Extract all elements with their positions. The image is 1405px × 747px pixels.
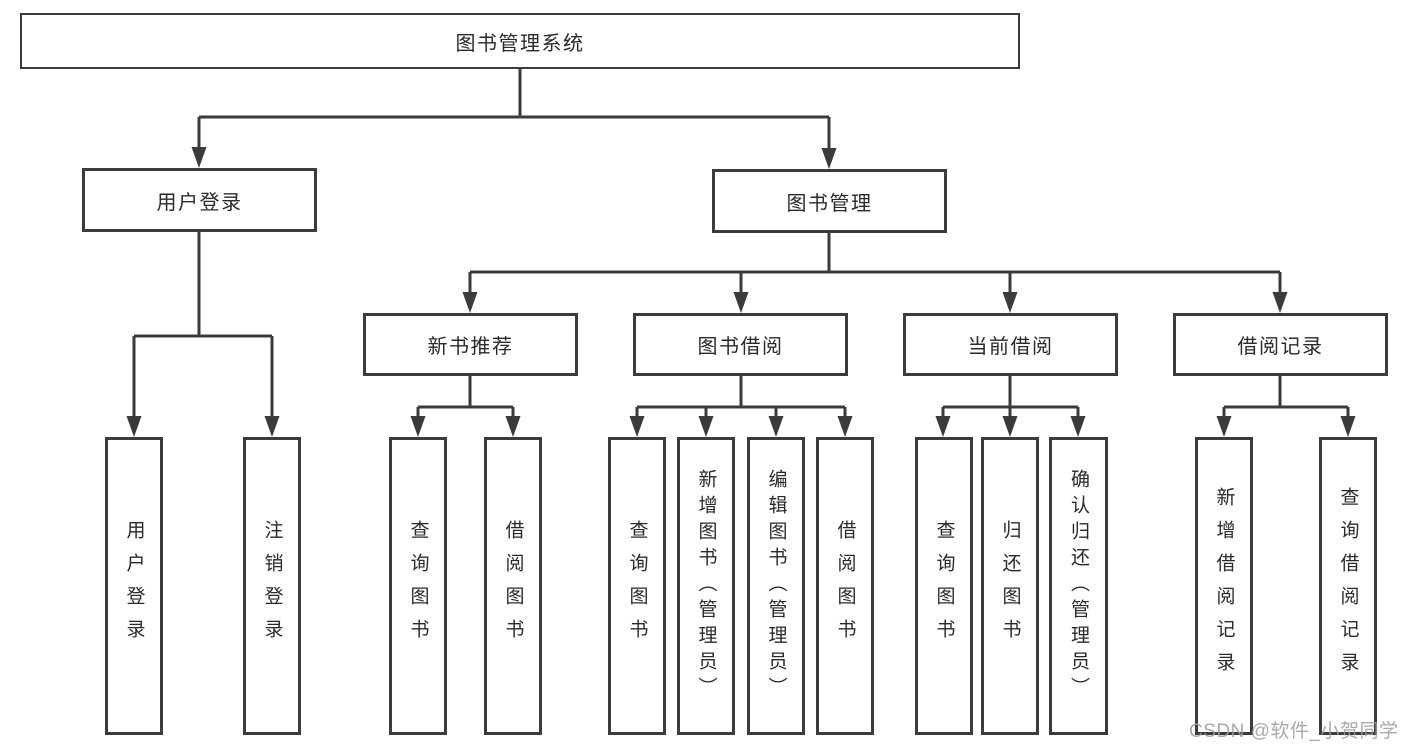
node-borrow-records: 借阅记录 — [1173, 313, 1388, 376]
arrow-down-icon — [1272, 292, 1288, 313]
node-user-login: 用户登录 — [82, 168, 317, 232]
node-label: 新增图书（管理员） — [695, 469, 717, 703]
leaf-add-borrow-record: 新增借阅记录 — [1195, 437, 1253, 735]
arrow-down-icon — [410, 416, 426, 437]
arrow-down-icon — [698, 416, 714, 437]
node-label: 查询图书 — [626, 520, 648, 652]
node-label: 查询图书 — [407, 520, 429, 652]
arrow-down-icon — [126, 416, 142, 437]
node-label: 查询图书 — [933, 520, 955, 652]
arrow-down-icon — [505, 416, 521, 437]
node-label: 注销登录 — [261, 520, 283, 652]
node-book-management: 图书管理 — [712, 169, 947, 233]
arrow-down-icon — [768, 416, 784, 437]
node-label: 图书管理 — [786, 192, 873, 215]
leaf-borrow-books-recommend: 借阅图书 — [484, 437, 542, 735]
arrow-down-icon — [733, 292, 749, 313]
node-label: 当前借阅 — [967, 336, 1054, 358]
leaf-return-books: 归还图书 — [981, 437, 1039, 735]
arrow-down-icon — [837, 416, 853, 437]
node-label: 归还图书 — [999, 520, 1021, 652]
arrow-down-icon — [1070, 416, 1086, 437]
node-label: 图书借阅 — [697, 336, 784, 358]
leaf-query-books-borrowing: 查询图书 — [608, 437, 666, 735]
node-label: 新书推荐 — [427, 336, 514, 358]
node-new-book-recommend: 新书推荐 — [363, 313, 578, 376]
node-label: 新增借阅记录 — [1213, 487, 1235, 685]
node-book-borrowing: 图书借阅 — [633, 313, 848, 376]
leaf-borrow-books-borrowing: 借阅图书 — [816, 437, 874, 735]
arrow-down-icon — [462, 292, 478, 313]
leaf-edit-book-admin: 编辑图书（管理员） — [747, 437, 805, 735]
arrow-down-icon — [191, 147, 207, 168]
arrow-down-icon — [1340, 416, 1356, 437]
arrow-down-icon — [1002, 416, 1018, 437]
csdn-watermark: CSDN @软件_小贺同学 — [1189, 721, 1399, 742]
node-label: 借阅图书 — [834, 520, 856, 652]
arrow-down-icon — [935, 416, 951, 437]
node-label: 借阅记录 — [1237, 336, 1324, 358]
arrow-down-icon — [264, 416, 280, 437]
leaf-user-login: 用户登录 — [105, 437, 163, 735]
arrow-down-icon — [1002, 292, 1018, 313]
leaf-confirm-return-admin: 确认归还（管理员） — [1049, 437, 1108, 735]
node-current-borrowing: 当前借阅 — [903, 313, 1118, 376]
node-label: 图书管理系统 — [455, 32, 585, 55]
node-label: 用户登录 — [156, 191, 243, 214]
node-label: 借阅图书 — [502, 520, 524, 652]
leaf-add-book-admin: 新增图书（管理员） — [677, 437, 735, 735]
leaf-query-books-recommend: 查询图书 — [389, 437, 447, 735]
node-label: 确认归还（管理员） — [1068, 469, 1089, 703]
node-label: 查询借阅记录 — [1337, 487, 1359, 685]
arrow-down-icon — [1216, 416, 1232, 437]
arrow-down-icon — [629, 416, 645, 437]
node-label: 用户登录 — [123, 520, 145, 652]
leaf-query-borrow-record: 查询借阅记录 — [1319, 437, 1377, 735]
arrow-down-icon — [821, 148, 837, 169]
leaf-logout: 注销登录 — [243, 437, 301, 735]
leaf-query-books-current: 查询图书 — [915, 437, 973, 735]
node-library-management-system: 图书管理系统 — [20, 13, 1020, 69]
node-label: 编辑图书（管理员） — [765, 469, 787, 703]
